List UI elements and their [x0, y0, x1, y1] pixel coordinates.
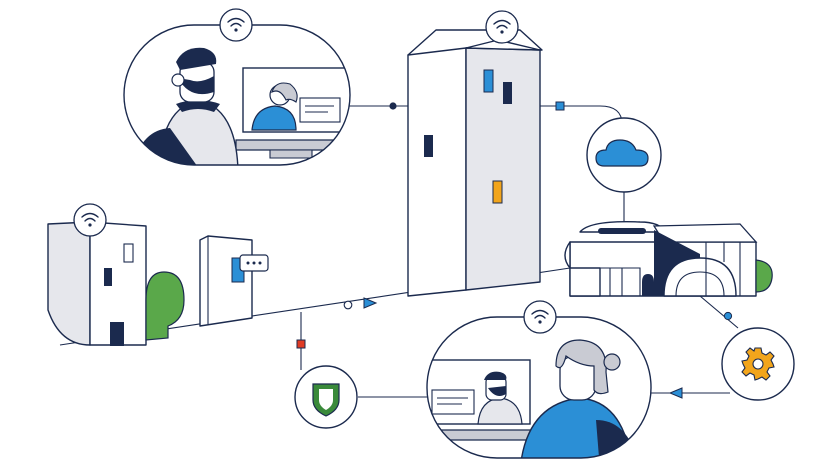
chat-window	[299, 97, 341, 123]
node-dot	[389, 102, 397, 110]
chat-window	[431, 389, 475, 415]
data-center	[564, 221, 773, 297]
wifi-icon	[485, 10, 519, 44]
connector-markers	[296, 101, 733, 399]
arrow-left-icon	[668, 387, 683, 399]
wifi-icon	[219, 8, 253, 42]
cloud-icon	[595, 139, 649, 167]
wifi-icon	[73, 203, 107, 237]
window-orange	[492, 180, 503, 204]
remote-worker-bottom	[426, 300, 652, 459]
node-square-red	[296, 339, 306, 349]
node-dot-blue	[723, 311, 733, 321]
window-blue	[483, 69, 494, 93]
security-node	[294, 365, 358, 429]
wifi-icon	[523, 300, 557, 334]
office-tower	[407, 10, 543, 297]
chat-bubble-icon	[239, 254, 269, 272]
connector-datacenter-to-gear	[699, 295, 739, 329]
remote-worker-top	[123, 8, 351, 166]
settings-node	[721, 327, 795, 401]
node-dot-open	[343, 300, 353, 310]
gear-icon	[741, 347, 775, 381]
node-square-blue	[555, 101, 565, 111]
arrow-right-icon	[363, 297, 378, 309]
cloud-node	[586, 117, 662, 193]
branch-office	[47, 203, 269, 346]
